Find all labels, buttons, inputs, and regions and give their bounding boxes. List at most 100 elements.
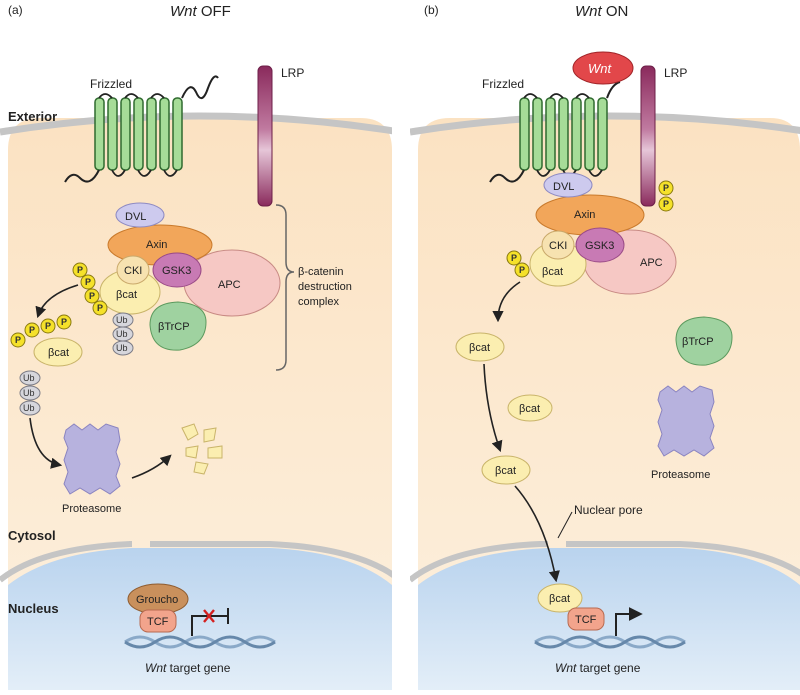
- nucleus-region-b: [418, 548, 800, 690]
- tcf-b: [567, 607, 605, 631]
- svg-text:P: P: [511, 253, 517, 263]
- phospho-group-complex-a: P P P P: [72, 262, 108, 316]
- svg-text:P: P: [663, 183, 669, 193]
- destruction-complex-brace: [275, 204, 295, 371]
- free-bcat-3: [481, 455, 531, 485]
- svg-text:P: P: [89, 291, 95, 301]
- tcf-label-a: TCF: [147, 616, 169, 628]
- block-cross-icon: [203, 609, 215, 623]
- apc-label-a: APC: [218, 279, 241, 291]
- to-fragments-arrow-a: [131, 454, 172, 479]
- proteasome-a: [63, 423, 121, 495]
- svg-text:Ub: Ub: [23, 403, 35, 413]
- bcat-label-b: βcat: [542, 266, 563, 278]
- lrp-coreceptor-a: [257, 65, 273, 207]
- svg-text:Ub: Ub: [116, 329, 128, 339]
- tcf-a: [139, 609, 177, 633]
- destruction-label-line1: β-catenin: [298, 266, 343, 278]
- lrp-label-b: LRP: [664, 66, 687, 80]
- svg-text:P: P: [29, 325, 35, 335]
- target-gene-label-b: Wnt target gene: [555, 661, 641, 675]
- ubiquitin-chain-complex-a: Ub Ub Ub: [112, 312, 134, 356]
- btrcp-label-b: βTrCP: [682, 336, 714, 348]
- nucleus-region-a: [8, 548, 392, 690]
- release-arrow-a: [35, 284, 79, 319]
- plasma-membrane-a: [0, 112, 392, 136]
- title-italic-a: Wnt: [170, 3, 198, 20]
- phospho-group-lrp: P P: [658, 180, 674, 212]
- dna-helix-a: [124, 635, 276, 649]
- lrp-label-a: LRP: [281, 66, 304, 80]
- nuclear-pore-label: Nuclear pore: [574, 503, 643, 517]
- frizzled-intracellular-tail: [64, 169, 100, 183]
- svg-text:P: P: [15, 335, 21, 345]
- gsk3-a: [152, 252, 202, 288]
- destruction-label-line2: destruction: [298, 281, 352, 293]
- dna-helix-b: [534, 635, 686, 649]
- phospho-group-complex-b: P P: [506, 250, 530, 278]
- gsk3-b: [575, 227, 625, 263]
- plasma-membrane-b: [410, 112, 800, 136]
- to-nucleus-arrow-b: [514, 485, 560, 583]
- svg-text:P: P: [663, 199, 669, 209]
- blocked-transcription-a: [191, 608, 229, 636]
- free-bcat-2: [507, 394, 553, 422]
- target-gene-label-a: Wnt target gene: [145, 661, 231, 675]
- cki-b: [541, 230, 575, 260]
- cytosol-label: Cytosol: [8, 528, 56, 543]
- nuclear-envelope-a-right: [150, 541, 392, 578]
- svg-text:P: P: [519, 265, 525, 275]
- wnt-ligand-label: Wnt: [588, 61, 613, 76]
- release-arrow-b: [492, 281, 521, 323]
- svg-text:P: P: [97, 303, 103, 313]
- frizzled-receptor-a: [64, 75, 219, 183]
- frizzled-label-b: Frizzled: [482, 77, 524, 91]
- proteasome-label-a: Proteasome: [62, 503, 121, 515]
- accumulate-arrow-b: [483, 363, 503, 453]
- dvl-b: [543, 172, 593, 198]
- panel-title-b: Wnt ON: [575, 3, 628, 20]
- nuclear-pore-pointer: [557, 511, 573, 539]
- active-transcription-arrow: [615, 607, 643, 636]
- gsk3-label-a: GSK3: [162, 265, 191, 277]
- phospho-group-released-a: P P P P: [10, 314, 72, 348]
- cki-a: [116, 255, 150, 285]
- svg-text:Ub: Ub: [116, 343, 128, 353]
- svg-text:Ub: Ub: [23, 388, 35, 398]
- title-rest-a: OFF: [197, 3, 231, 20]
- free-bcat-3-label: βcat: [495, 465, 516, 477]
- degraded-fragments-a: [181, 423, 223, 475]
- panel-a: Frizzled LRP (a) Wnt OFF Exterior Cytoso…: [0, 3, 392, 690]
- svg-text:Ub: Ub: [116, 315, 128, 325]
- dvl-label-b: DVL: [553, 181, 574, 193]
- cki-label-a: CKI: [124, 265, 142, 277]
- nuclear-envelope-b-right: [566, 541, 800, 577]
- panel-title-a: Wnt OFF: [170, 3, 231, 20]
- nuclear-envelope-a: [0, 541, 132, 583]
- free-bcat-1: [455, 332, 505, 362]
- free-bcat-2-label: βcat: [519, 403, 540, 415]
- groucho-label-a: Groucho: [136, 594, 178, 606]
- tcf-label-b: TCF: [575, 614, 597, 626]
- destruction-complex-a: [99, 202, 281, 351]
- lrp-coreceptor-b: [640, 65, 656, 207]
- axin-label-a: Axin: [146, 239, 167, 251]
- svg-text:P: P: [85, 277, 91, 287]
- dvl-a: [115, 202, 165, 228]
- sequestered-complex-b: [529, 172, 677, 295]
- nuclear-bcat-label: βcat: [549, 593, 570, 605]
- destruction-label-line3: complex: [298, 296, 339, 308]
- frizzled-receptor-b: [489, 81, 621, 183]
- frizzled-label-a: Frizzled: [90, 77, 132, 91]
- frizzled-extracellular-tail: [181, 75, 219, 99]
- panel-label-b: (b): [424, 3, 439, 17]
- svg-text:Ub: Ub: [23, 373, 35, 383]
- btrcp-a: [149, 301, 207, 351]
- cki-label-b: CKI: [549, 240, 567, 252]
- nucleus-label: Nucleus: [8, 601, 59, 616]
- nuclear-bcat: [537, 583, 583, 613]
- to-proteasome-arrow-a: [29, 417, 63, 469]
- btrcp-b: [675, 316, 733, 366]
